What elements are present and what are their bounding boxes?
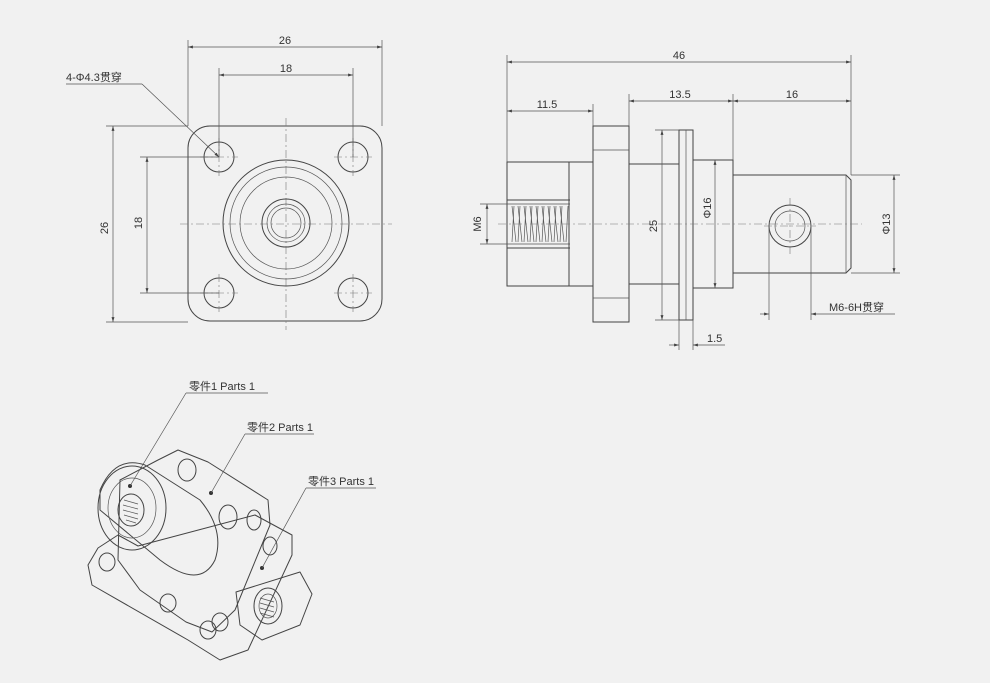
svg-text:Φ16: Φ16 [702, 197, 714, 218]
svg-text:零件3 Parts 1: 零件3 Parts 1 [308, 475, 374, 488]
dim-shaft-dia: Φ13 [851, 174, 900, 274]
svg-text:26: 26 [279, 35, 291, 47]
svg-text:零件2 Parts 1: 零件2 Parts 1 [247, 421, 313, 434]
dim-flange-dia: 25 [648, 129, 679, 321]
svg-text:13.5: 13.5 [669, 89, 690, 101]
svg-text:25: 25 [648, 220, 660, 232]
iso-boss-cylinder [99, 462, 219, 576]
svg-text:Φ13: Φ13 [881, 213, 893, 234]
dim-body-dia: Φ16 [702, 160, 717, 288]
dim-flange-thickness: 1.5 [669, 320, 725, 350]
svg-text:1.5: 1.5 [707, 333, 722, 345]
iso-label-part2: 零件2 Parts 1 [210, 421, 314, 494]
hole-callout: 4-Φ4.3贯穿 [66, 70, 220, 158]
dim-front-height-outer: 26 [99, 125, 188, 323]
dim-thread: M6 [472, 203, 508, 245]
dim-right-section: 16 [733, 89, 851, 103]
svg-text:18: 18 [280, 63, 292, 75]
side-view: 46 11.5 13.5 16 M6 [472, 50, 900, 350]
dim-front-width-holes: 18 [218, 63, 354, 157]
svg-text:18: 18 [133, 217, 145, 229]
iso-shaft [235, 571, 313, 641]
svg-text:4-Φ4.3贯穿: 4-Φ4.3贯穿 [66, 70, 122, 84]
iso-view: 零件1 Parts 1 零件2 Parts 1 零件3 Parts 1 [87, 380, 376, 661]
dim-total-length: 46 [506, 50, 852, 175]
svg-text:26: 26 [99, 222, 111, 234]
dim-left-section: 11.5 [507, 99, 594, 126]
front-view: 26 18 26 18 4-Φ4.3贯穿 [66, 35, 392, 330]
svg-text:11.5: 11.5 [537, 99, 558, 111]
front-boss [222, 159, 350, 287]
iso-back-plate [87, 514, 293, 661]
iso-label-part1: 零件1 Parts 1 [129, 380, 268, 487]
svg-text:M6-6H贯穿: M6-6H贯穿 [829, 300, 884, 314]
svg-text:零件1 Parts 1: 零件1 Parts 1 [189, 380, 255, 393]
svg-text:M6: M6 [472, 216, 484, 231]
front-plate-outline [187, 125, 383, 322]
svg-text:16: 16 [786, 89, 798, 101]
dim-front-width-outer: 26 [187, 35, 383, 126]
svg-text:46: 46 [673, 50, 685, 62]
dim-mid-section: 13.5 [628, 89, 734, 160]
dim-front-height-holes: 18 [133, 156, 219, 294]
iso-label-part3: 零件3 Parts 1 [261, 475, 376, 569]
cross-hole-callout: M6-6H贯穿 [760, 226, 895, 320]
